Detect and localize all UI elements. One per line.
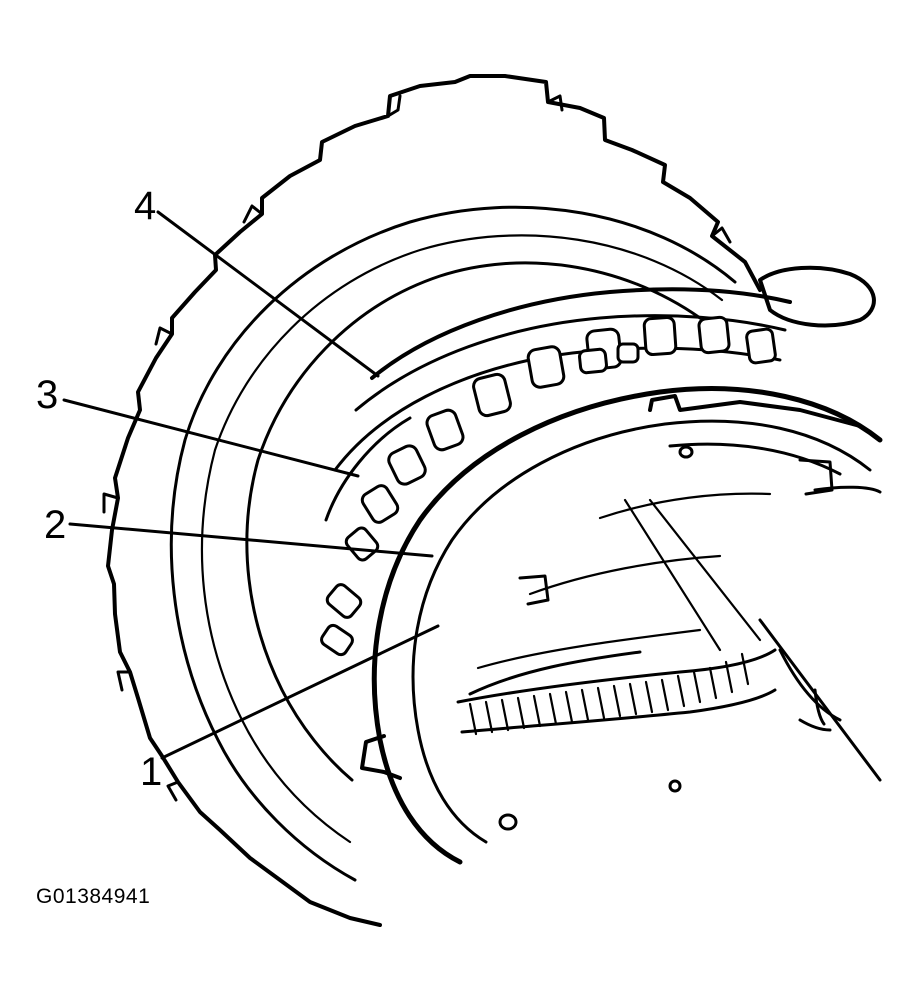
callout-labels: 4 3 2 1: [36, 184, 162, 794]
bearing-rollers: [320, 315, 777, 657]
callout-4: 4: [134, 184, 156, 228]
inner-splined-hub: [456, 492, 777, 736]
leader-line-1: [160, 624, 440, 760]
thrust-plate: [360, 386, 883, 865]
figure-id: G01384941: [36, 885, 150, 908]
callout-2: 2: [44, 503, 66, 547]
leader-lines: [62, 210, 440, 760]
roller-bearing-assembly: [320, 287, 792, 657]
splined-housing: [102, 74, 762, 927]
callout-1: 1: [140, 750, 162, 794]
callout-3: 3: [36, 373, 58, 417]
leader-line-3: [62, 398, 360, 478]
leader-line-2: [68, 522, 434, 558]
shaft-right: [758, 265, 882, 782]
leader-line-4: [156, 210, 380, 378]
